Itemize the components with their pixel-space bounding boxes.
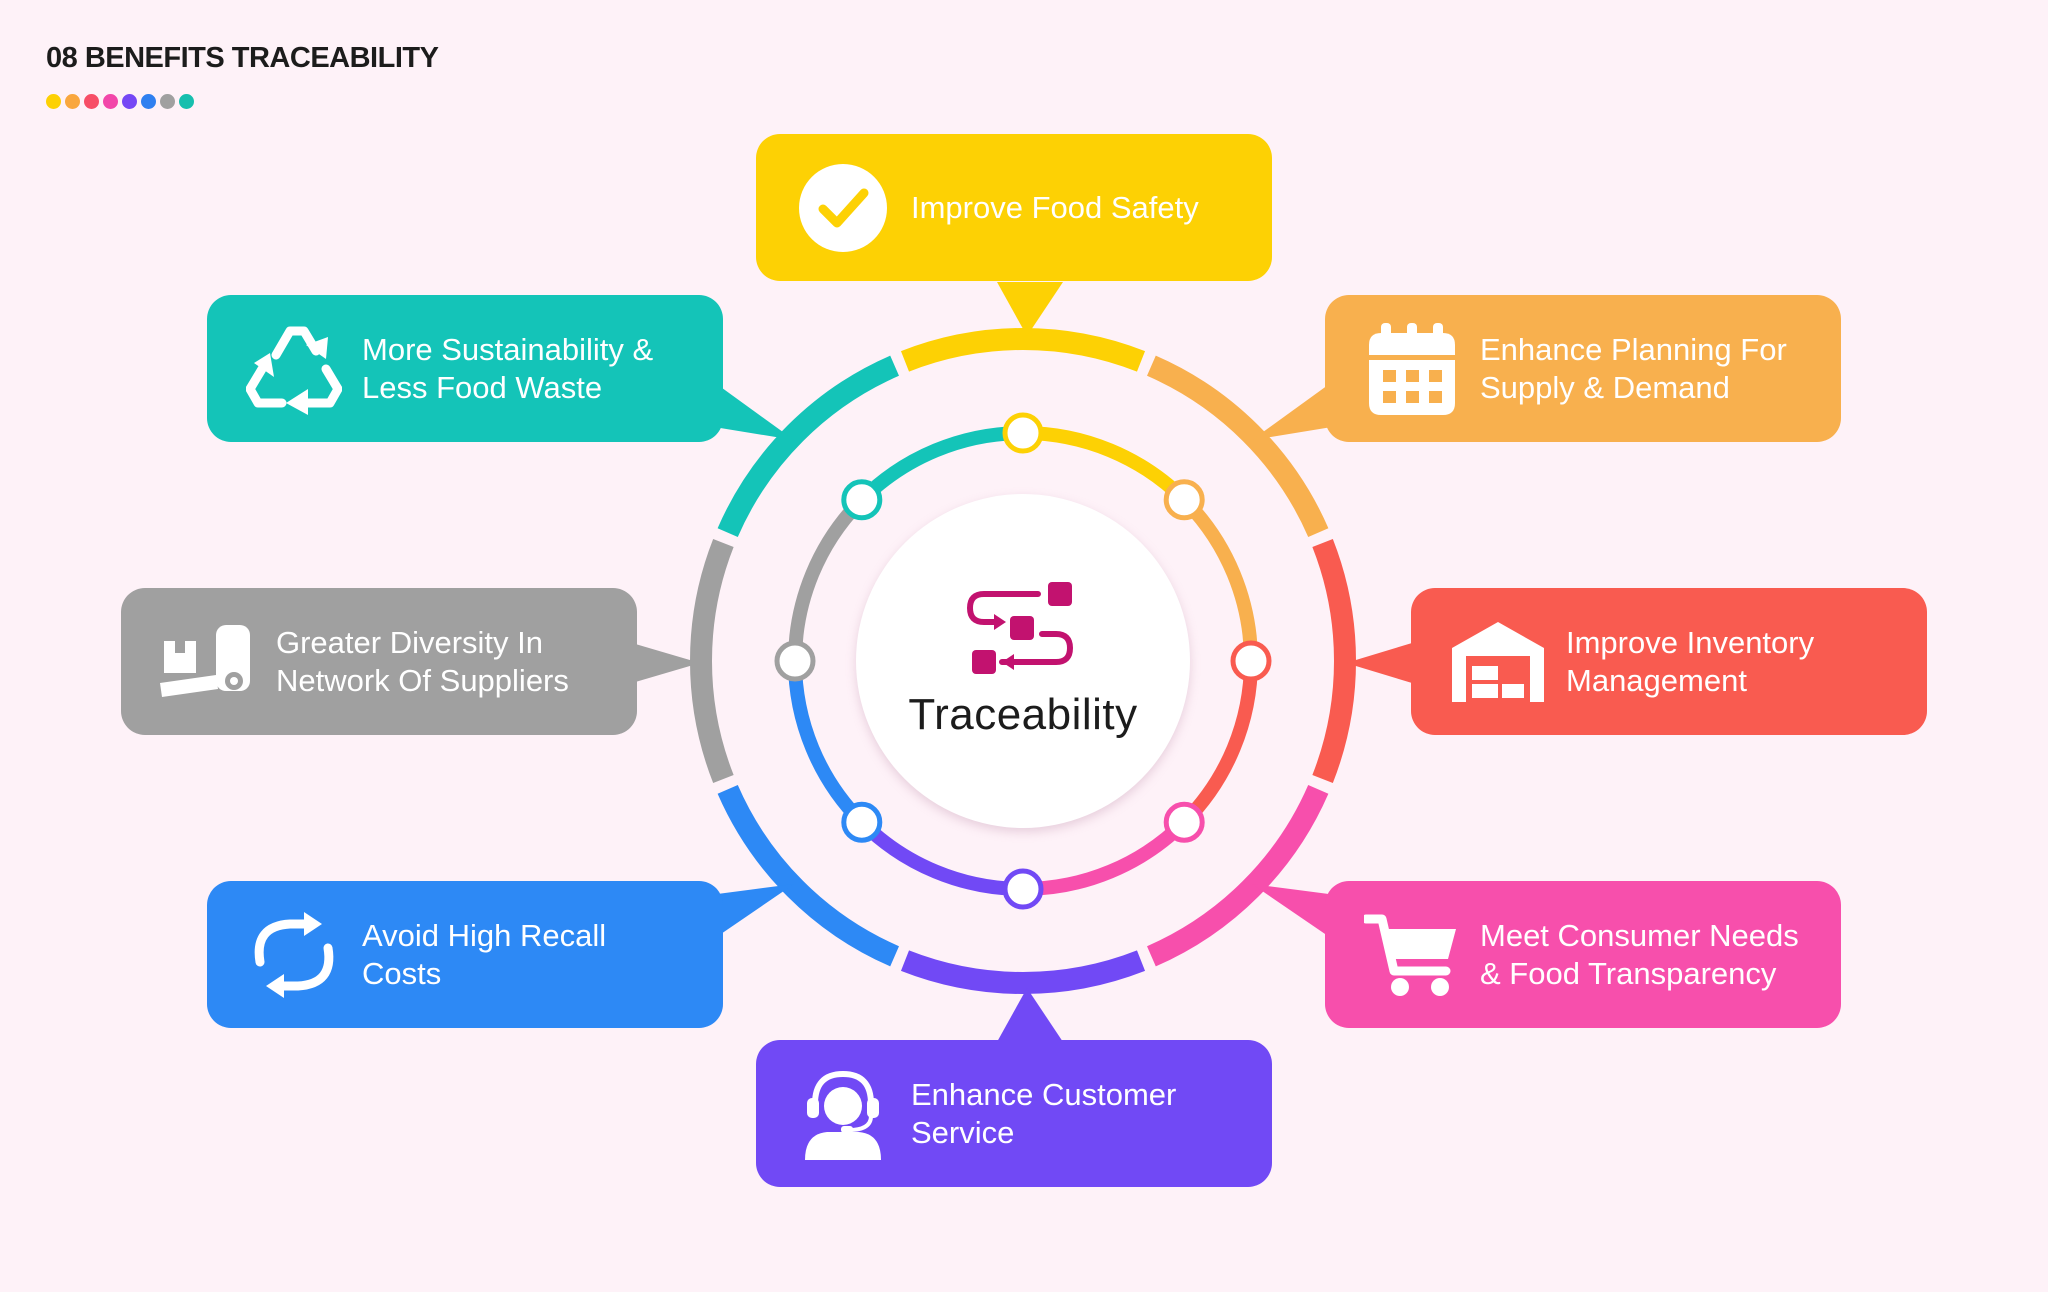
color-dot bbox=[84, 94, 99, 109]
benefit-card-inventory: Improve Inventory Management bbox=[1411, 588, 1927, 735]
inner-ring-segment bbox=[788, 494, 867, 662]
refresh-icon bbox=[241, 902, 347, 1008]
ring-node bbox=[1163, 801, 1205, 843]
ring-node bbox=[774, 640, 816, 682]
card-pointers bbox=[632, 282, 1412, 1042]
benefit-card-planning: Enhance Planning For Supply & Demand bbox=[1325, 295, 1841, 442]
outer-ring-segment bbox=[1147, 355, 1329, 537]
color-dots bbox=[46, 94, 194, 109]
inner-ring bbox=[788, 426, 1258, 896]
inner-ring-segment bbox=[856, 817, 1024, 896]
outer-ring-segment bbox=[690, 538, 734, 784]
customer-service-icon bbox=[790, 1061, 896, 1167]
benefit-label: Improve Inventory Management bbox=[1566, 624, 1815, 698]
benefit-card-suppliers: Greater Diversity In Network Of Supplier… bbox=[121, 588, 637, 735]
benefit-card-customer-service: Enhance Customer Service bbox=[756, 1040, 1272, 1187]
benefit-label: Improve Food Safety bbox=[911, 189, 1199, 225]
card-pointer bbox=[1252, 385, 1344, 440]
card-pointer bbox=[997, 282, 1063, 336]
ring-node bbox=[1002, 868, 1044, 910]
color-dot bbox=[160, 94, 175, 109]
benefit-label: Avoid High Recall Costs bbox=[362, 917, 607, 991]
benefit-label: Enhance Customer Service bbox=[911, 1076, 1177, 1150]
recycle-icon bbox=[241, 316, 347, 422]
hand-truck-icon bbox=[155, 609, 261, 715]
outer-ring-segment bbox=[1312, 538, 1356, 784]
color-dot bbox=[46, 94, 61, 109]
calendar-icon bbox=[1359, 316, 1465, 422]
page-title: 08 BENEFITS TRACEABILITY bbox=[46, 42, 439, 74]
outer-ring-segment bbox=[717, 785, 899, 967]
shopping-cart-icon bbox=[1359, 902, 1465, 1008]
outer-ring-segment bbox=[1147, 785, 1329, 967]
color-dot bbox=[65, 94, 80, 109]
inner-ring-segment bbox=[1179, 494, 1258, 662]
color-dot bbox=[141, 94, 156, 109]
center-label: Traceability bbox=[908, 690, 1138, 739]
inner-ring-segment bbox=[1179, 660, 1258, 828]
card-pointer bbox=[1346, 643, 1412, 683]
inner-ring-segment bbox=[856, 426, 1024, 505]
card-pointer bbox=[1252, 884, 1344, 936]
ring-node bbox=[1002, 412, 1044, 454]
checkmark-icon bbox=[790, 155, 896, 261]
benefit-label: More Sustainability & Less Food Waste bbox=[362, 331, 654, 405]
benefit-label: Meet Consumer Needs & Food Transparency bbox=[1480, 917, 1799, 991]
outer-ring-segment bbox=[900, 328, 1146, 372]
ring-node bbox=[1230, 640, 1272, 682]
warehouse-icon bbox=[1445, 609, 1551, 715]
card-pointer bbox=[632, 643, 700, 683]
card-pointer bbox=[997, 988, 1063, 1042]
outer-ring-segment bbox=[900, 950, 1146, 994]
card-pointer bbox=[702, 385, 794, 440]
traceability-icon bbox=[966, 578, 1074, 683]
benefit-card-recall: Avoid High Recall Costs bbox=[207, 881, 723, 1028]
ring-nodes bbox=[774, 412, 1272, 910]
ring-node bbox=[841, 801, 883, 843]
benefit-card-food-safety: Improve Food Safety bbox=[756, 134, 1272, 281]
benefit-label: Greater Diversity In Network Of Supplier… bbox=[276, 624, 569, 698]
benefit-card-sustainability: More Sustainability & Less Food Waste bbox=[207, 295, 723, 442]
color-dot bbox=[179, 94, 194, 109]
inner-ring-segment bbox=[788, 660, 867, 828]
color-dot bbox=[103, 94, 118, 109]
outer-ring-segment bbox=[717, 355, 899, 537]
inner-ring-segment bbox=[1022, 817, 1190, 896]
benefit-label: Enhance Planning For Supply & Demand bbox=[1480, 331, 1787, 405]
benefit-card-consumer: Meet Consumer Needs & Food Transparency bbox=[1325, 881, 1841, 1028]
outer-ring bbox=[690, 328, 1356, 994]
color-dot bbox=[122, 94, 137, 109]
ring-node bbox=[1163, 479, 1205, 521]
card-pointer bbox=[702, 884, 794, 936]
ring-node bbox=[841, 479, 883, 521]
inner-ring-segment bbox=[1022, 426, 1190, 505]
